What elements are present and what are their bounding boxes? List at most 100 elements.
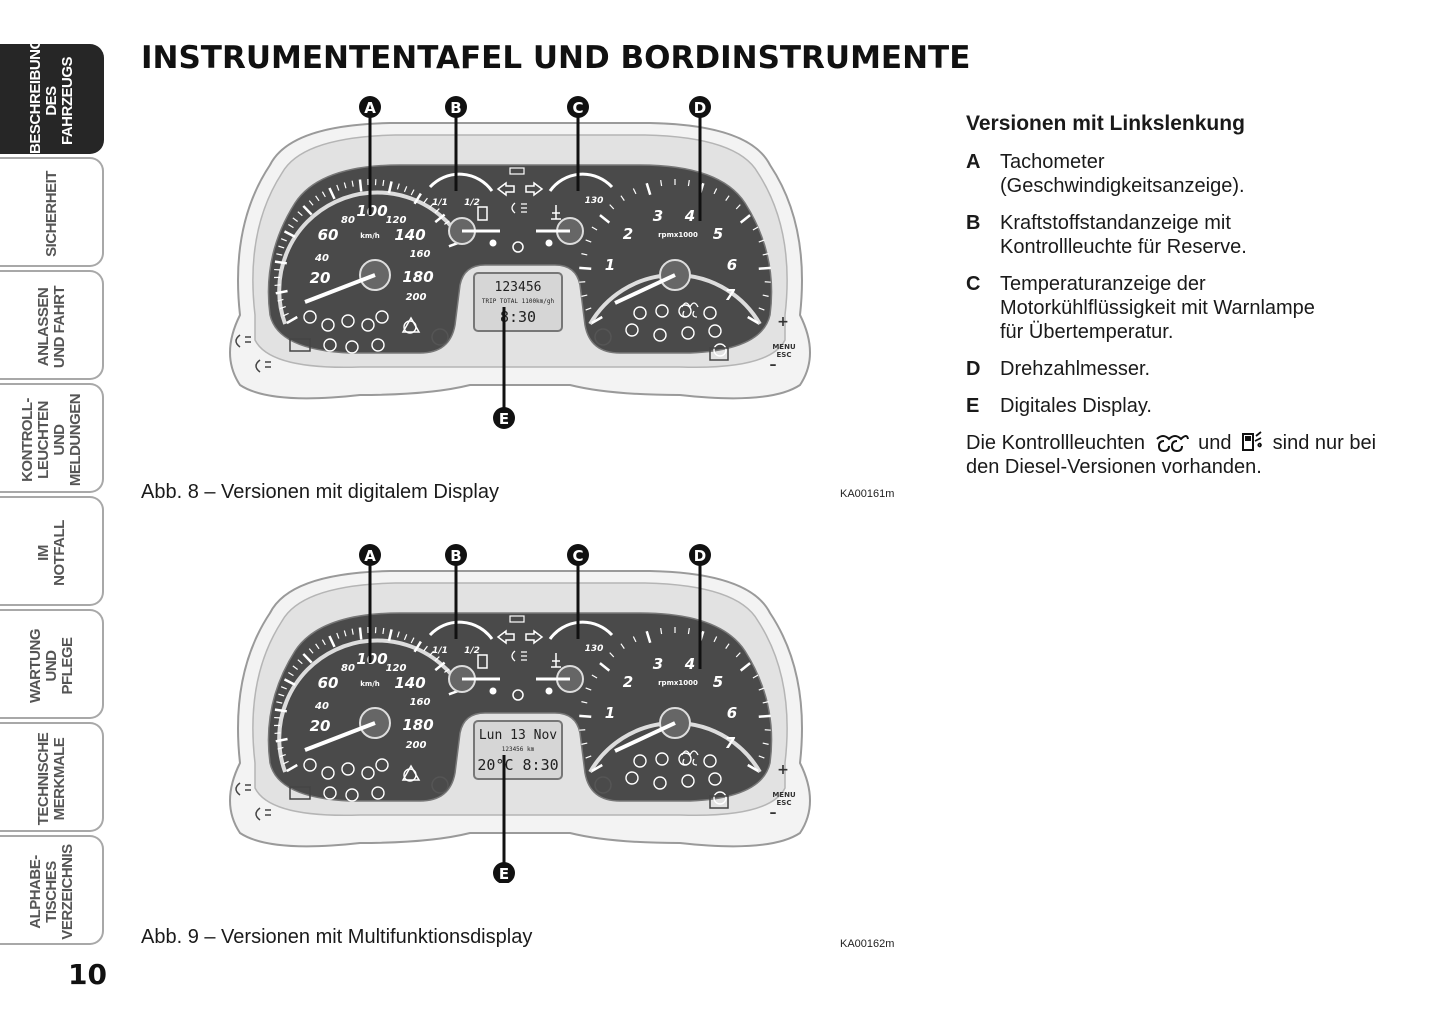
tachometer-label: 7 (725, 734, 736, 752)
speedometer-tick (274, 708, 287, 713)
trailer-icon (509, 615, 525, 623)
display-text: Lun 13 Nov (479, 728, 557, 743)
tachometer-tick (762, 253, 769, 256)
tachometer-tick (758, 755, 765, 759)
fuel-gauge-arc (428, 172, 494, 192)
fuel-gauge-label: 1/1 (432, 198, 448, 208)
speedometer-label: 20 (310, 269, 331, 287)
tachometer-tick (752, 226, 759, 231)
warning-light-icon (361, 766, 375, 780)
tab-kontrollleuchten[interactable]: KONTROLL- LEUCHTEN UND MELDUNGEN (0, 383, 104, 493)
tachometer-tick (752, 674, 759, 679)
tachometer-tick (581, 253, 588, 256)
display-text: 123456 km (502, 746, 535, 753)
speedometer-tick (321, 191, 326, 198)
speedometer-tick (387, 181, 393, 194)
rear-fog-icon (594, 328, 612, 346)
tachometer-tick (713, 636, 718, 643)
note-end: sind nur bei den Diesel-Versionen vorhan… (966, 432, 1377, 478)
speedometer-label: 180 (402, 268, 433, 286)
tab-beschreibung[interactable]: BESCHREIBUNG DES FAHRZEUGS (0, 38, 104, 154)
legend-text: Digitales Display. (1000, 395, 1152, 417)
speedometer-tick (279, 753, 286, 758)
tachometer-tick (660, 179, 663, 187)
callout-marker (359, 544, 381, 566)
warning-light-icon (323, 786, 337, 800)
tachometer-needle (614, 273, 676, 305)
speedometer-tick (297, 211, 303, 217)
tab-label: ANLASSEN UND FAHRT (35, 285, 68, 369)
menu-label: ESC (777, 799, 792, 807)
water-in-fuel-icon (1242, 431, 1263, 451)
tachometer-tick (762, 742, 769, 745)
fuel-adjust-dot (489, 239, 497, 247)
speedometer-tick (444, 668, 450, 673)
speedometer-tick (423, 645, 428, 652)
rear-defrost-icon (709, 795, 729, 809)
tachometer-tick (758, 307, 765, 311)
speedometer-label: 60 (318, 674, 339, 692)
speedometer-tick (423, 197, 428, 204)
tachometer-tick (591, 315, 603, 325)
tachometer-tick (747, 763, 759, 773)
rear-defrost-icon (709, 347, 729, 361)
tab-technische[interactable]: TECHNISCHE MERKMALE (0, 722, 104, 832)
glow-plug-warning-icon (681, 750, 699, 766)
glow-plug-icon (1155, 435, 1189, 453)
speedometer-tick (444, 220, 450, 225)
digital-display (473, 720, 563, 780)
speedometer-tick (434, 656, 440, 662)
front-fog-icon (431, 776, 449, 794)
speedometer-tick (315, 195, 320, 202)
speedometer-label: 200 (406, 740, 427, 751)
callout-letter: D (694, 99, 706, 117)
temperature-gauge-arc (548, 172, 614, 192)
tab-verzeichnis[interactable]: ALPHABE- TISCHES VERZEICHNIS (0, 835, 104, 945)
warning-light-icon (375, 310, 389, 324)
tachometer-tick (735, 204, 741, 210)
page-number: 10 (68, 958, 107, 991)
speedometer-tick (276, 253, 283, 256)
speedometer-tick (387, 629, 393, 642)
warning-light-icon (625, 323, 639, 337)
speedometer-tick (278, 693, 285, 697)
tachometer-label: 6 (727, 256, 737, 274)
speedometer-tick (413, 640, 422, 653)
tab-sicherheit[interactable]: SICHERHEIT (0, 157, 104, 267)
speedometer-needle (304, 721, 376, 752)
speedometer-tick (358, 627, 363, 640)
callout-letter: B (450, 99, 461, 117)
speedometer-label: 140 (394, 674, 425, 692)
tab-anlassen[interactable]: ANLASSEN UND FAHRT (0, 270, 104, 380)
menu-minus-button: – (770, 357, 777, 373)
tachometer-tick (758, 714, 771, 718)
front-fog-icon (431, 328, 449, 346)
speedometer-label: 40 (314, 253, 329, 264)
menu-minus-button: – (770, 805, 777, 821)
speedometer-tick (328, 635, 336, 648)
headlight-down-button (255, 807, 271, 821)
defrost-icon (289, 338, 311, 352)
speedometer-label: 80 (341, 663, 355, 674)
tachometer-tick (739, 214, 751, 224)
light-sensor-icon (512, 241, 524, 253)
warning-light-icon (323, 338, 337, 352)
tachometer-tick (609, 204, 615, 210)
tachometer-tick (585, 239, 592, 243)
speedometer-tick (343, 630, 347, 637)
glow-plug-warning-icon (681, 302, 699, 318)
tab-wartung[interactable]: WARTUNG UND PFLEGE (0, 609, 104, 719)
tachometer-tick (645, 182, 652, 196)
legend-text: Temperaturanzeige der Motorkühlflüssigke… (1000, 273, 1315, 343)
speedometer-arc (277, 190, 464, 325)
menu-label: ESC (777, 351, 792, 359)
tab-notfall[interactable]: IM NOTFALL (0, 496, 104, 606)
tachometer-tick (579, 714, 592, 718)
speedometer-tick (328, 187, 336, 200)
tachometer-tick (620, 195, 625, 201)
warning-light-icon (321, 766, 335, 780)
tachometer-label: 5 (713, 673, 723, 691)
